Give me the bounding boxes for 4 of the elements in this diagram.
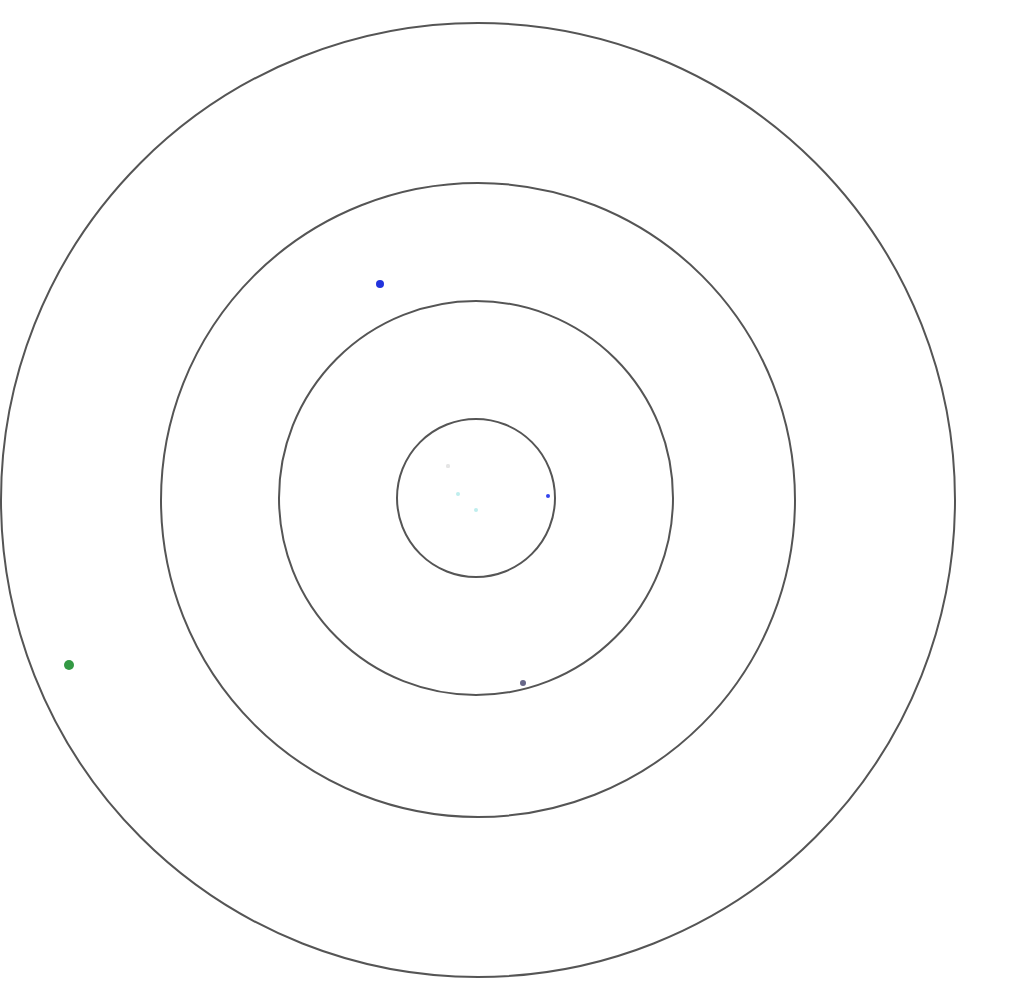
- ring: [396, 418, 557, 579]
- ring: [0, 22, 956, 978]
- ring: [278, 300, 675, 697]
- ring: [159, 181, 796, 818]
